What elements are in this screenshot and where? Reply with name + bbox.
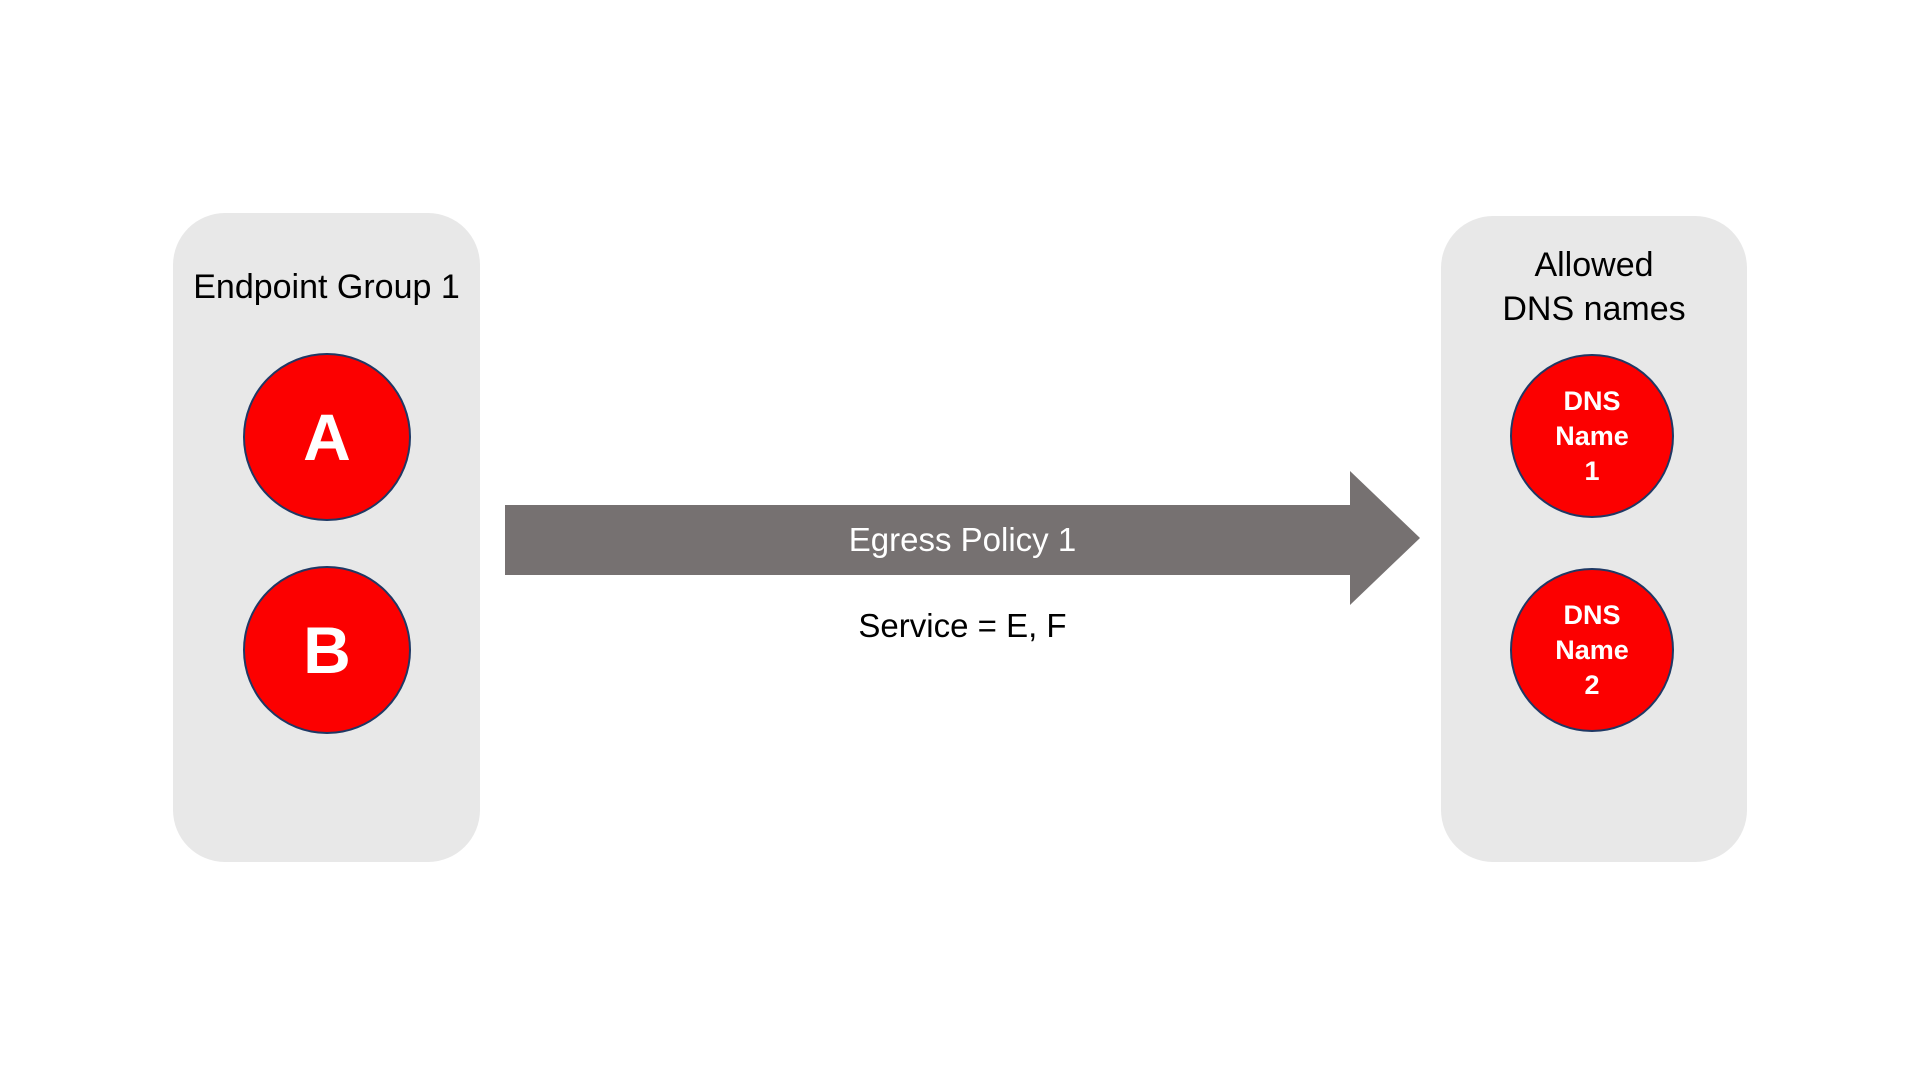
- endpoint-a-node: A: [243, 353, 411, 521]
- dns-name-2-line3: 2: [1584, 669, 1600, 700]
- egress-policy-label: Egress Policy 1: [848, 521, 1077, 558]
- endpoint-group-title: Endpoint Group 1: [193, 268, 460, 306]
- egress-arrow-body: [505, 505, 1350, 575]
- dns-name-1-node: DNS Name 1: [1510, 354, 1674, 518]
- dns-name-1-line1: DNS: [1563, 385, 1621, 416]
- allowed-dns-panel: [1441, 216, 1747, 862]
- dns-name-1-line3: 1: [1584, 455, 1600, 486]
- egress-arrow-head-icon: [1350, 471, 1420, 605]
- dns-name-1-line2: Name: [1555, 420, 1629, 451]
- service-label: Service = E, F: [858, 607, 1067, 644]
- dns-name-2-line2: Name: [1555, 634, 1629, 665]
- dns-name-2-line1: DNS: [1563, 599, 1621, 630]
- allowed-dns-title-line1: Allowed: [1534, 246, 1654, 284]
- endpoint-b-node: B: [243, 566, 411, 734]
- dns-name-2-node: DNS Name 2: [1510, 568, 1674, 732]
- allowed-dns-title-line2: DNS names: [1502, 290, 1686, 328]
- allowed-dns-title: Allowed DNS names: [1441, 243, 1747, 331]
- endpoint-b-label: B: [303, 613, 351, 687]
- endpoint-group-panel: [173, 213, 480, 862]
- endpoint-a-label: A: [303, 400, 351, 474]
